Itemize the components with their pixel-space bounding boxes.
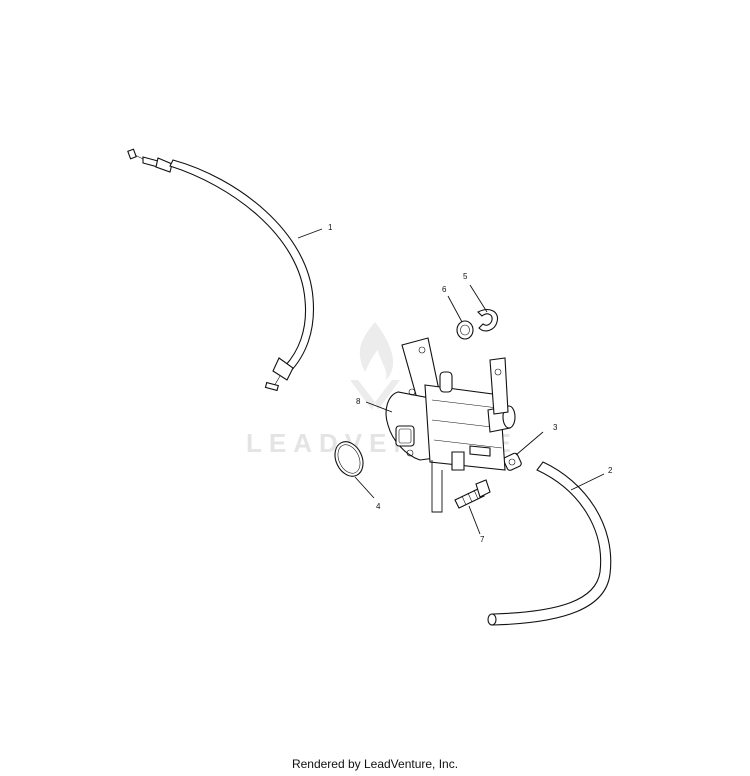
callout-2: 2	[608, 466, 613, 475]
fuel-pump-assembly-part-8	[385, 337, 516, 471]
leader-line-6	[447, 295, 463, 323]
leader-line-1	[297, 228, 323, 239]
callout-4: 4	[376, 502, 381, 511]
washer-part-6	[456, 320, 474, 340]
oring-part-4	[334, 441, 364, 477]
leader-line-2	[570, 473, 605, 491]
cable-part-1	[127, 148, 315, 392]
callout-3: 3	[553, 423, 558, 432]
callout-5: 5	[463, 272, 468, 281]
callout-8: 8	[356, 397, 361, 406]
hose-part-2	[487, 461, 612, 626]
leader-line-8	[365, 401, 393, 413]
leader-line-7	[468, 505, 481, 535]
render-credit: Rendered by LeadVenture, Inc.	[291, 757, 459, 771]
callout-7: 7	[480, 535, 485, 544]
leader-lines	[297, 228, 605, 535]
callout-labels: 1 2 3 4 5 6 7 8	[328, 223, 613, 544]
eclip-part-5	[477, 309, 499, 332]
leader-line-4	[354, 476, 375, 499]
callout-6: 6	[442, 285, 447, 294]
clamp-part-3	[503, 452, 522, 471]
callout-1: 1	[328, 223, 333, 232]
leader-line-3	[515, 431, 544, 456]
watermark-flame-icon	[350, 322, 400, 410]
bolt-part-7	[454, 479, 491, 509]
leader-line-5	[469, 284, 488, 313]
assembly-bracket-line	[431, 460, 443, 513]
